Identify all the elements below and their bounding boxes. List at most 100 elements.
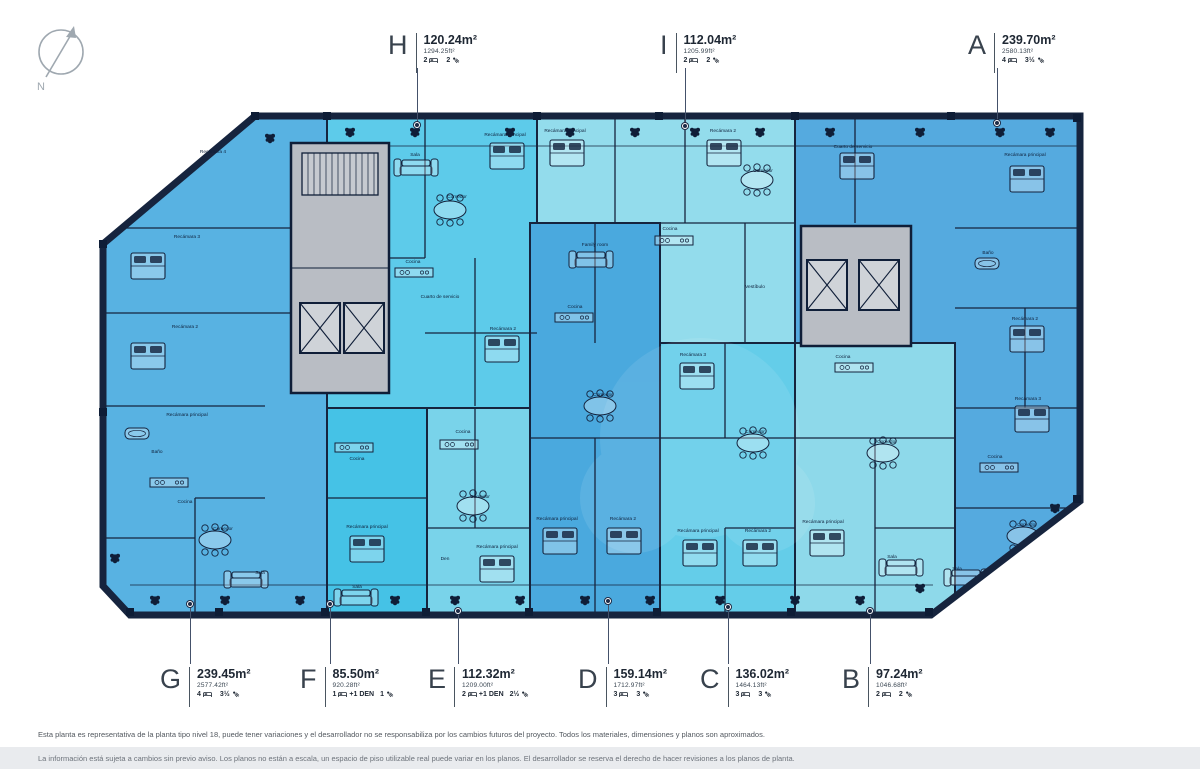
room-label: Sala bbox=[410, 152, 420, 158]
room-label: Sala bbox=[352, 584, 362, 590]
unit-bed-bath: 4 3½ bbox=[197, 691, 251, 698]
unit-label-f: F 85.50m² 920.28ft² 1 +1 DEN 1 bbox=[300, 666, 394, 707]
unit-area-m2: 85.50m² bbox=[332, 667, 380, 681]
bed-icon bbox=[429, 58, 439, 63]
unit-bed-bath: 2 2 bbox=[876, 691, 923, 698]
bath-count: 2 bbox=[898, 691, 903, 698]
unit-bed-bath: 2 2 bbox=[424, 57, 478, 64]
unit-info: 85.50m² 920.28ft² 1 +1 DEN 1 bbox=[333, 666, 395, 698]
leader-dot-g bbox=[187, 601, 193, 607]
leader-dot-e bbox=[455, 608, 461, 614]
bed-icon bbox=[203, 692, 212, 697]
label-divider bbox=[868, 667, 870, 707]
room-label: Cocina bbox=[663, 226, 678, 232]
room-label: Den bbox=[441, 556, 450, 562]
bath-count: 1 bbox=[380, 691, 385, 698]
room-label: Recámara principal bbox=[536, 516, 577, 522]
unit-area-ft2: 1205.99ft² bbox=[683, 48, 715, 55]
room-label: Cocina bbox=[178, 499, 193, 505]
room-label: Family room bbox=[582, 242, 608, 248]
unit-info: 159.14m² 1712.97ft² 3 3 bbox=[614, 666, 668, 698]
unit-area-ft2: 1712.97ft² bbox=[613, 682, 645, 689]
unit-area-m2: 120.24m² bbox=[423, 33, 478, 47]
bed-count: 1 bbox=[332, 691, 337, 698]
leader-line-c bbox=[728, 610, 729, 664]
unit-bed-bath: 3 3 bbox=[736, 691, 790, 698]
disclaimer-line-1: Esta planta es representativa de la plan… bbox=[38, 730, 765, 739]
bath-count: 3½ bbox=[1024, 57, 1035, 64]
unit-label-d: D 159.14m² 1712.97ft² 3 3 bbox=[578, 666, 667, 707]
bath-count: 2½ bbox=[509, 691, 520, 698]
unit-info: 97.24m² 1046.68ft² 2 2 bbox=[876, 666, 923, 698]
room-label: Cocina bbox=[836, 354, 851, 360]
bed-icon bbox=[338, 692, 348, 697]
room-label: Cocina bbox=[350, 456, 365, 462]
room-label: Recámara 3 bbox=[174, 234, 200, 240]
bed-count: 4 bbox=[1002, 57, 1006, 64]
leader-line-b bbox=[870, 614, 871, 664]
unit-bed-bath: 4 3½ bbox=[1002, 57, 1056, 64]
room-label: Cuarto de servicio bbox=[834, 144, 873, 150]
unit-area-ft2: 2577.42ft² bbox=[197, 682, 229, 689]
shower-icon bbox=[453, 57, 460, 64]
label-divider bbox=[994, 33, 996, 73]
room-label: Recámara 2 bbox=[710, 128, 736, 134]
leader-line-g bbox=[190, 607, 191, 664]
room-label: Recámara 4 bbox=[200, 149, 226, 155]
leader-dot-a bbox=[994, 120, 1000, 126]
unit-label-e: E 112.32m² 1209.00ft² 2 +1 DEN 2½ bbox=[428, 666, 529, 707]
label-divider bbox=[415, 33, 417, 73]
leader-dot-h bbox=[414, 122, 420, 128]
den-label: +1 DEN bbox=[349, 691, 375, 698]
core-east bbox=[799, 224, 913, 348]
compass-circle bbox=[38, 29, 84, 75]
bath-count: 2 bbox=[446, 57, 451, 64]
unit-info: 239.70m² 2580.13ft² 4 3½ bbox=[1002, 32, 1056, 64]
bath-count: 2 bbox=[706, 57, 711, 64]
shower-icon bbox=[1037, 57, 1044, 64]
room-label: Comedor bbox=[593, 392, 613, 398]
unit-label-a: A 239.70m² 2580.13ft² 4 3½ bbox=[968, 32, 1056, 73]
unit-info: 239.45m² 2577.42ft² 4 3½ bbox=[197, 666, 251, 698]
unit-bed-bath: 1 +1 DEN 1 bbox=[333, 691, 395, 698]
room-label: Recámara 2 bbox=[490, 326, 516, 332]
unit-bed-bath: 2 +1 DEN 2½ bbox=[462, 691, 529, 698]
unit-area-m2: 239.70m² bbox=[1002, 33, 1056, 47]
unit-area-m2: 112.04m² bbox=[683, 33, 737, 47]
shower-icon bbox=[713, 57, 720, 64]
room-label: Comedor bbox=[745, 429, 765, 435]
room-label: Recámara 3 bbox=[680, 352, 706, 358]
unit-area-m2: 239.45m² bbox=[197, 667, 251, 681]
unit-info: 112.32m² 1209.00ft² 2 +1 DEN 2½ bbox=[462, 666, 529, 698]
unit-letter: D bbox=[578, 664, 599, 694]
room-label: Recámara principal bbox=[166, 412, 207, 418]
room-labels: Recámara 4 Recámara 3 Recámara 2 Recámar… bbox=[151, 128, 1045, 590]
core-west bbox=[289, 141, 391, 395]
leader-dot-c bbox=[725, 604, 731, 610]
room-label: Recámara 2 bbox=[745, 528, 771, 534]
room-label: Cocina bbox=[406, 259, 421, 265]
room-label: Recámara 2 bbox=[610, 516, 636, 522]
disclaimer-line-2: La información está sujeta a cambios sin… bbox=[38, 753, 795, 763]
unit-letter: G bbox=[160, 664, 183, 694]
bed-icon bbox=[689, 58, 699, 63]
unit-label-i: I 112.04m² 1205.99ft² 2 2 bbox=[660, 32, 736, 73]
room-label: Vestíbulo bbox=[745, 284, 765, 290]
unit-letter: F bbox=[300, 664, 318, 694]
unit-area-m2: 159.14m² bbox=[613, 667, 668, 681]
room-label: Recámara 3 bbox=[1015, 396, 1041, 402]
unit-letter: C bbox=[700, 664, 721, 694]
unit-label-h: H 120.24m² 1294.25ft² 2 2 bbox=[388, 32, 477, 73]
leader-line-f bbox=[330, 607, 331, 664]
compass-north-label: N bbox=[37, 81, 45, 93]
room-label: Comedor bbox=[447, 194, 467, 200]
shower-icon bbox=[387, 691, 394, 698]
unit-label-g: G 239.45m² 2577.42ft² 4 3½ bbox=[160, 666, 251, 707]
room-label: Cuarto de servicio bbox=[421, 294, 460, 300]
unit-letter: H bbox=[388, 30, 409, 60]
room-label: Recámara principal bbox=[1004, 152, 1045, 158]
room-label: Recámara principal bbox=[544, 128, 585, 134]
unit-label-c: C 136.02m² 1464.13ft² 3 3 bbox=[700, 666, 789, 707]
unit-area-m2: 136.02m² bbox=[735, 667, 790, 681]
bed-count: 2 bbox=[683, 57, 688, 64]
